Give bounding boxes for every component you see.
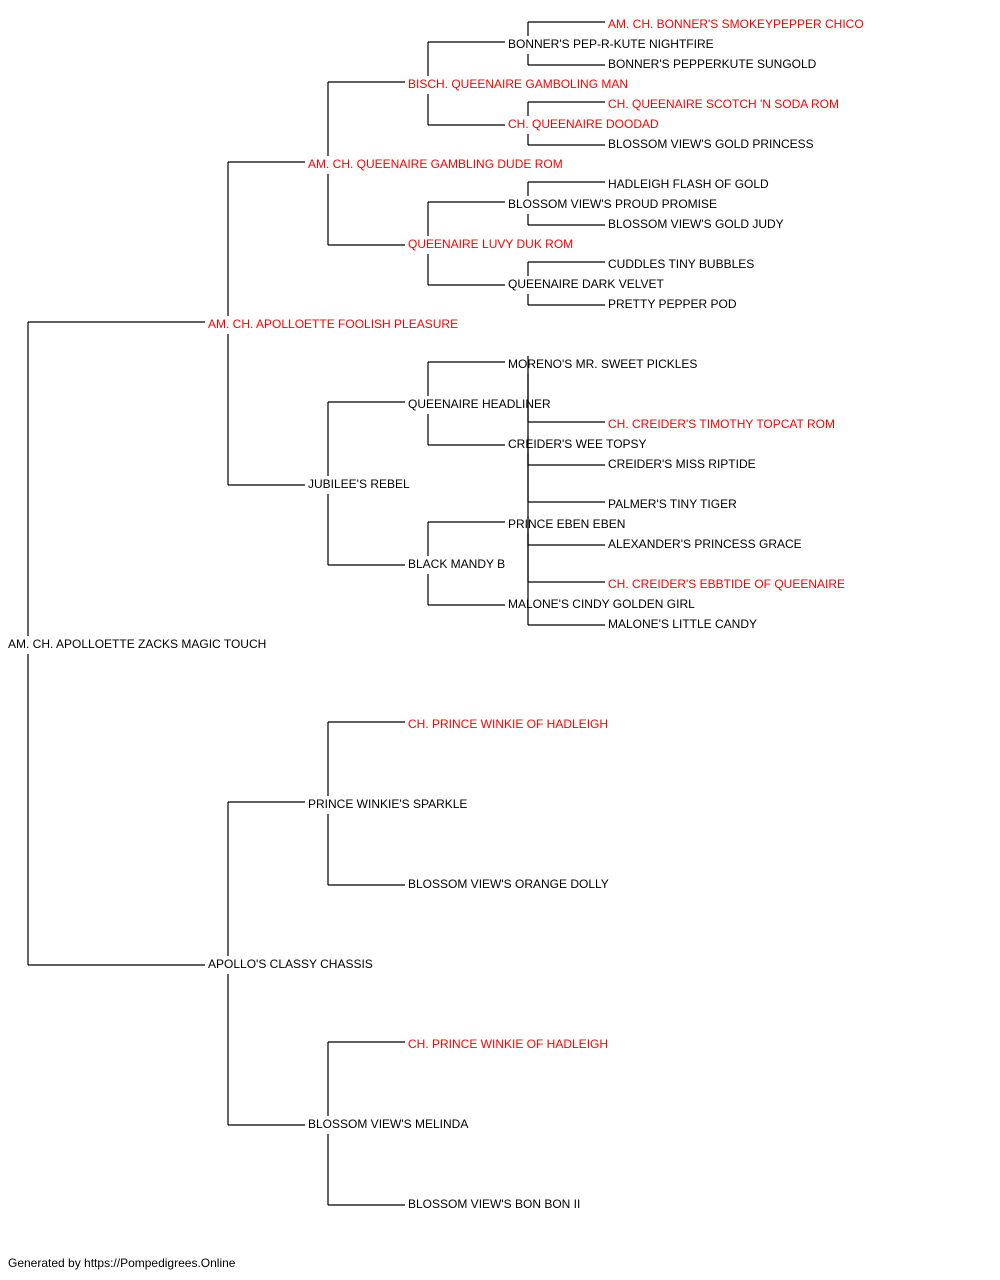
ancestor-name-gen4-8: MALONE'S CINDY GOLDEN GIRL xyxy=(508,597,695,611)
ancestor-name-gen1-1: AM. CH. APOLLOETTE FOOLISH PLEASURE xyxy=(208,317,458,331)
ancestor-name-gen5-10: CREIDER'S MISS RIPTIDE xyxy=(608,457,756,471)
ancestor-name-gen5-13: CH. CREIDER'S EBBTIDE OF QUEENAIRE xyxy=(608,577,845,591)
ancestor-name-gen2-2: JUBILEE'S REBEL xyxy=(308,477,410,491)
ancestor-name-gen4-4: QUEENAIRE DARK VELVET xyxy=(508,277,664,291)
footer-credit: Generated by https://Pompedigrees.Online xyxy=(8,1256,236,1270)
ancestor-name-gen3-1: BISCH. QUEENAIRE GAMBOLING MAN xyxy=(408,77,628,91)
ancestor-name-gen5-14: MALONE'S LITTLE CANDY xyxy=(608,617,757,631)
ancestor-name-gen1-2: APOLLO'S CLASSY CHASSIS xyxy=(208,957,373,971)
ancestor-name-gen5-12: ALEXANDER'S PRINCESS GRACE xyxy=(608,537,802,551)
ancestor-name-gen3-3: QUEENAIRE HEADLINER xyxy=(408,397,551,411)
subject-name: AM. CH. APOLLOETTE ZACKS MAGIC TOUCH xyxy=(8,637,266,651)
ancestor-name-gen3-6: BLOSSOM VIEW'S ORANGE DOLLY xyxy=(408,877,609,891)
ancestor-name-gen5-4: BLOSSOM VIEW'S GOLD PRINCESS xyxy=(608,137,814,151)
ancestor-name-gen3-2: QUEENAIRE LUVY DUK ROM xyxy=(408,237,573,251)
ancestor-name-gen4-6: CREIDER'S WEE TOPSY xyxy=(508,437,647,451)
ancestor-name-gen2-3: PRINCE WINKIE'S SPARKLE xyxy=(308,797,467,811)
ancestor-name-gen3-8: BLOSSOM VIEW'S BON BON II xyxy=(408,1197,580,1211)
ancestor-name-gen4-3: BLOSSOM VIEW'S PROUD PROMISE xyxy=(508,197,717,211)
ancestor-name-gen5-9: CH. CREIDER'S TIMOTHY TOPCAT ROM xyxy=(608,417,835,431)
ancestor-name-gen5-3: CH. QUEENAIRE SCOTCH 'N SODA ROM xyxy=(608,97,839,111)
ancestor-name-gen5-6: BLOSSOM VIEW'S GOLD JUDY xyxy=(608,217,784,231)
ancestor-name-gen4-7: PRINCE EBEN EBEN xyxy=(508,517,625,531)
ancestor-name-gen5-1: AM. CH. BONNER'S SMOKEYPEPPER CHICO xyxy=(608,17,864,31)
ancestor-name-gen4-5: MORENO'S MR. SWEET PICKLES xyxy=(508,357,697,371)
ancestor-name-gen4-1: BONNER'S PEP-R-KUTE NIGHTFIRE xyxy=(508,37,714,51)
ancestor-name-gen3-5: CH. PRINCE WINKIE OF HADLEIGH xyxy=(408,717,608,731)
ancestor-name-gen5-8: PRETTY PEPPER POD xyxy=(608,297,737,311)
ancestor-name-gen2-1: AM. CH. QUEENAIRE GAMBLING DUDE ROM xyxy=(308,157,563,171)
ancestor-name-gen3-7: CH. PRINCE WINKIE OF HADLEIGH xyxy=(408,1037,608,1051)
ancestor-name-gen2-4: BLOSSOM VIEW'S MELINDA xyxy=(308,1117,468,1131)
ancestor-name-gen5-11: PALMER'S TINY TIGER xyxy=(608,497,737,511)
ancestor-name-gen4-2: CH. QUEENAIRE DOODAD xyxy=(508,117,659,131)
ancestor-name-gen3-4: BLACK MANDY B xyxy=(408,557,505,571)
ancestor-name-gen5-7: CUDDLES TINY BUBBLES xyxy=(608,257,754,271)
ancestor-name-gen5-2: BONNER'S PEPPERKUTE SUNGOLD xyxy=(608,57,817,71)
ancestor-name-gen5-5: HADLEIGH FLASH OF GOLD xyxy=(608,177,769,191)
